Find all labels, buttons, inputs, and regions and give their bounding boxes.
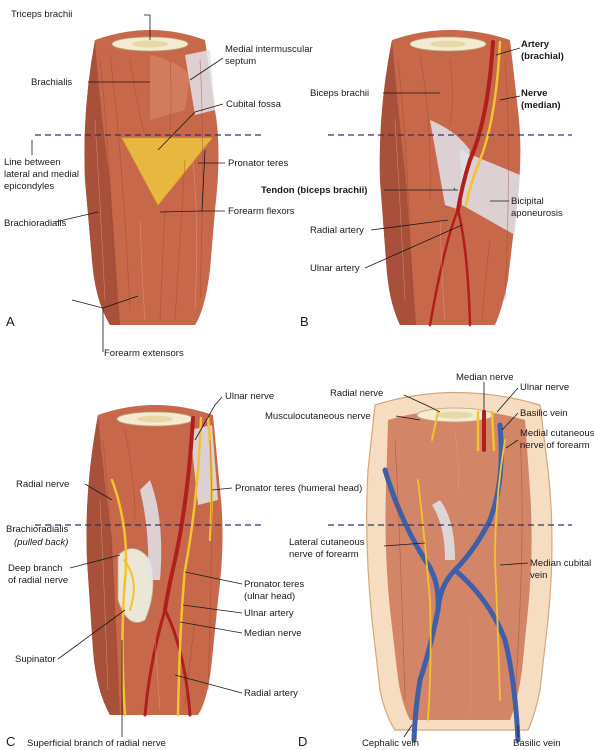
- panel-a-label-forearm-extensors: Forearm extensors: [104, 348, 184, 359]
- panel-c-label-pronator-humeral: Pronator teres (humeral head): [235, 483, 362, 494]
- panel-d-label-radial-nerve: Radial nerve: [330, 388, 383, 399]
- panel-d-label-cephalic-vein: Cephalic vein: [362, 738, 419, 749]
- panel-b-label-nerve-1: Nerve: [521, 88, 547, 99]
- panel-d-label-median-cubital-2: vein: [530, 570, 547, 581]
- panel-c-label-deep-branch-1: Deep branch: [8, 563, 62, 574]
- panel-d-arm-illustration: [366, 391, 553, 743]
- panel-d-label-lateral-cutaneous-1: Lateral cutaneous: [289, 537, 365, 548]
- panel-a: Triceps brachii Medial intermuscular sep…: [4, 9, 313, 359]
- panel-d: Median nerve Radial nerve Ulnar nerve Mu…: [265, 372, 594, 749]
- panel-a-label-medial-septum-2: septum: [225, 56, 256, 67]
- panel-c-letter: C: [6, 734, 15, 749]
- panel-c-label-pronator-ulnar-2: (ulnar head): [244, 591, 295, 602]
- panel-d-label-median-cubital-1: Median cubital: [530, 558, 591, 569]
- panel-a-label-line-1: Line between: [4, 157, 61, 168]
- panel-c: Ulnar nerve Radial nerve Pronator teres …: [6, 391, 362, 749]
- panel-c-label-deep-branch-2: of radial nerve: [8, 575, 68, 586]
- panel-c-label-pronator-ulnar-1: Pronator teres: [244, 579, 304, 590]
- panel-a-label-triceps: Triceps brachii: [11, 9, 72, 20]
- panel-d-label-medial-cutaneous-2: nerve of forearm: [520, 440, 590, 451]
- panel-b: Artery (brachial) Biceps brachii Nerve (…: [261, 30, 572, 329]
- panel-d-label-lateral-cutaneous-2: nerve of forearm: [289, 549, 359, 560]
- panel-b-label-biceps: Biceps brachii: [310, 88, 369, 99]
- panel-a-label-brachialis: Brachialis: [31, 77, 72, 88]
- panel-a-letter: A: [6, 314, 15, 329]
- panel-b-label-tendon: Tendon (biceps brachii): [261, 185, 367, 196]
- panel-b-arm-illustration: [379, 30, 521, 327]
- panel-d-label-musculocutaneous: Musculocutaneous nerve: [265, 411, 371, 422]
- panel-c-label-median-nerve: Median nerve: [244, 628, 302, 639]
- panel-a-label-line-3: epicondyles: [4, 181, 54, 192]
- panel-d-label-median-nerve: Median nerve: [456, 372, 514, 383]
- panel-c-label-ulnar-artery: Ulnar artery: [244, 608, 294, 619]
- panel-b-label-ulnar-artery: Ulnar artery: [310, 263, 360, 274]
- panel-c-arm-illustration: [86, 405, 223, 717]
- panel-c-label-pulled-back: (pulled back): [14, 537, 68, 548]
- panel-a-arm-illustration: [84, 30, 219, 325]
- panel-b-label-artery-1: Artery: [521, 39, 550, 50]
- panel-b-label-artery-2: (brachial): [521, 51, 564, 62]
- panel-c-label-radial-artery: Radial artery: [244, 688, 298, 699]
- panel-b-label-bicipital-2: aponeurosis: [511, 208, 563, 219]
- panel-a-label-line-2: lateral and medial: [4, 169, 79, 180]
- panel-c-label-ulnar-nerve: Ulnar nerve: [225, 391, 274, 402]
- panel-b-label-bicipital-1: Bicipital: [511, 196, 544, 207]
- panel-c-label-supinator: Supinator: [15, 654, 56, 665]
- panel-b-leaders: [364, 47, 521, 269]
- panel-a-label-medial-septum-1: Medial intermuscular: [225, 44, 313, 55]
- panel-d-label-medial-cutaneous-1: Medial cutaneous: [520, 428, 594, 439]
- panel-c-label-radial-nerve: Radial nerve: [16, 479, 69, 490]
- panel-d-label-basilic-vein-bottom: Basilic vein: [513, 738, 561, 749]
- panel-d-label-ulnar-nerve: Ulnar nerve: [520, 382, 569, 393]
- panel-d-leaders: [383, 382, 529, 738]
- panel-d-label-basilic-vein-top: Basilic vein: [520, 408, 568, 419]
- panel-c-leaders: [57, 396, 243, 737]
- panel-b-label-nerve-2: (median): [521, 100, 561, 111]
- panel-c-label-superficial-branch: Superficial branch of radial nerve: [27, 738, 166, 749]
- panel-c-label-brachioradialis: Brachioradialis: [6, 524, 69, 535]
- panel-d-letter: D: [298, 734, 307, 749]
- panel-a-label-forearm-flexors: Forearm flexors: [228, 206, 295, 217]
- panel-b-letter: B: [300, 314, 309, 329]
- panel-a-label-pronator-teres: Pronator teres: [228, 158, 288, 169]
- panel-a-label-brachioradialis: Brachioradialis: [4, 218, 67, 229]
- panel-b-label-radial-artery: Radial artery: [310, 225, 364, 236]
- panel-a-label-cubital-fossa: Cubital fossa: [226, 99, 282, 110]
- panel-a-leaders: [31, 14, 225, 352]
